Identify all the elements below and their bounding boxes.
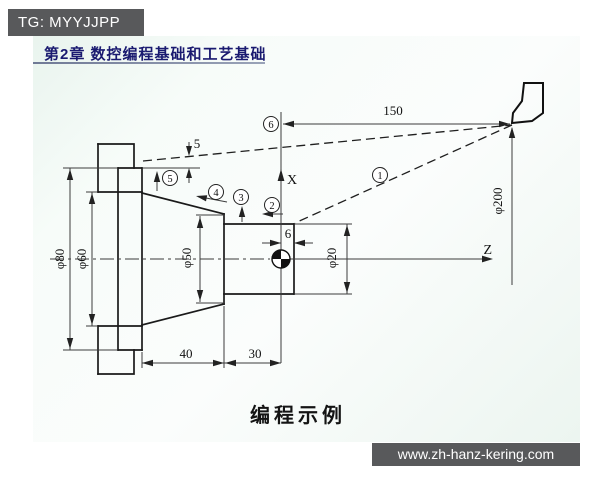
x-axis: X — [277, 112, 297, 363]
path-number-4: 4 — [208, 184, 224, 200]
svg-text:3: 3 — [238, 193, 243, 204]
dim-dia20-value: φ20 — [324, 248, 339, 269]
dim-dia60-value: φ60 — [74, 249, 89, 270]
path-number-5: 5 — [162, 170, 178, 186]
dimension-dia200: φ200 — [490, 127, 516, 285]
dimension-dia60: φ60 — [74, 191, 98, 327]
dimension-dia20: φ20 — [294, 223, 352, 295]
dimension-6: 6 — [262, 226, 313, 247]
dimension-dia50: φ50 — [179, 214, 224, 304]
z-axis: Z — [290, 243, 493, 263]
top-watermark: TG: MYYJJPP — [8, 9, 144, 36]
svg-text:2: 2 — [269, 201, 274, 212]
dimension-dia80: φ80 — [52, 167, 118, 351]
dim-150-value: 150 — [383, 103, 403, 118]
path-number-2: 2 — [264, 197, 280, 213]
dim-6-value: 6 — [285, 226, 292, 241]
svg-text:4: 4 — [213, 188, 219, 199]
path-number-1: 1 — [372, 167, 388, 183]
dim-dia50-value: φ50 — [179, 248, 194, 269]
bottom-watermark-url: www.zh-hanz-kering.com — [397, 446, 555, 462]
dim-30-value: 30 — [249, 346, 262, 361]
tool-path-dashed-lines — [142, 124, 513, 224]
part-outline — [97, 167, 295, 351]
diagram-caption: 编程示例 — [250, 405, 346, 427]
bottom-watermark: www.zh-hanz-kering.com — [372, 443, 580, 466]
dim-40-value: 40 — [180, 346, 193, 361]
svg-text:1: 1 — [377, 171, 382, 182]
dim-5-value: 5 — [194, 136, 201, 151]
dimension-150: 150 — [283, 103, 510, 128]
svg-text:5: 5 — [167, 174, 172, 185]
dim-dia200-value: φ200 — [490, 187, 505, 214]
path-number-3: 3 — [233, 189, 249, 205]
path-number-6: 6 — [263, 116, 279, 132]
dimension-40-30: 40 30 — [141, 306, 281, 368]
cutting-tool — [510, 82, 544, 125]
top-watermark-label: TG: MYYJJPP — [18, 14, 121, 31]
page-title: 第2章 数控编程基础和工艺基础 — [44, 46, 267, 63]
z-axis-label: Z — [483, 243, 492, 258]
dimension-5: 5 — [142, 136, 200, 183]
dim-dia80-value: φ80 — [52, 249, 67, 270]
svg-text:6: 6 — [268, 120, 273, 131]
x-axis-label: X — [287, 173, 297, 188]
title-underline — [33, 62, 265, 64]
origin-symbol — [271, 249, 291, 269]
